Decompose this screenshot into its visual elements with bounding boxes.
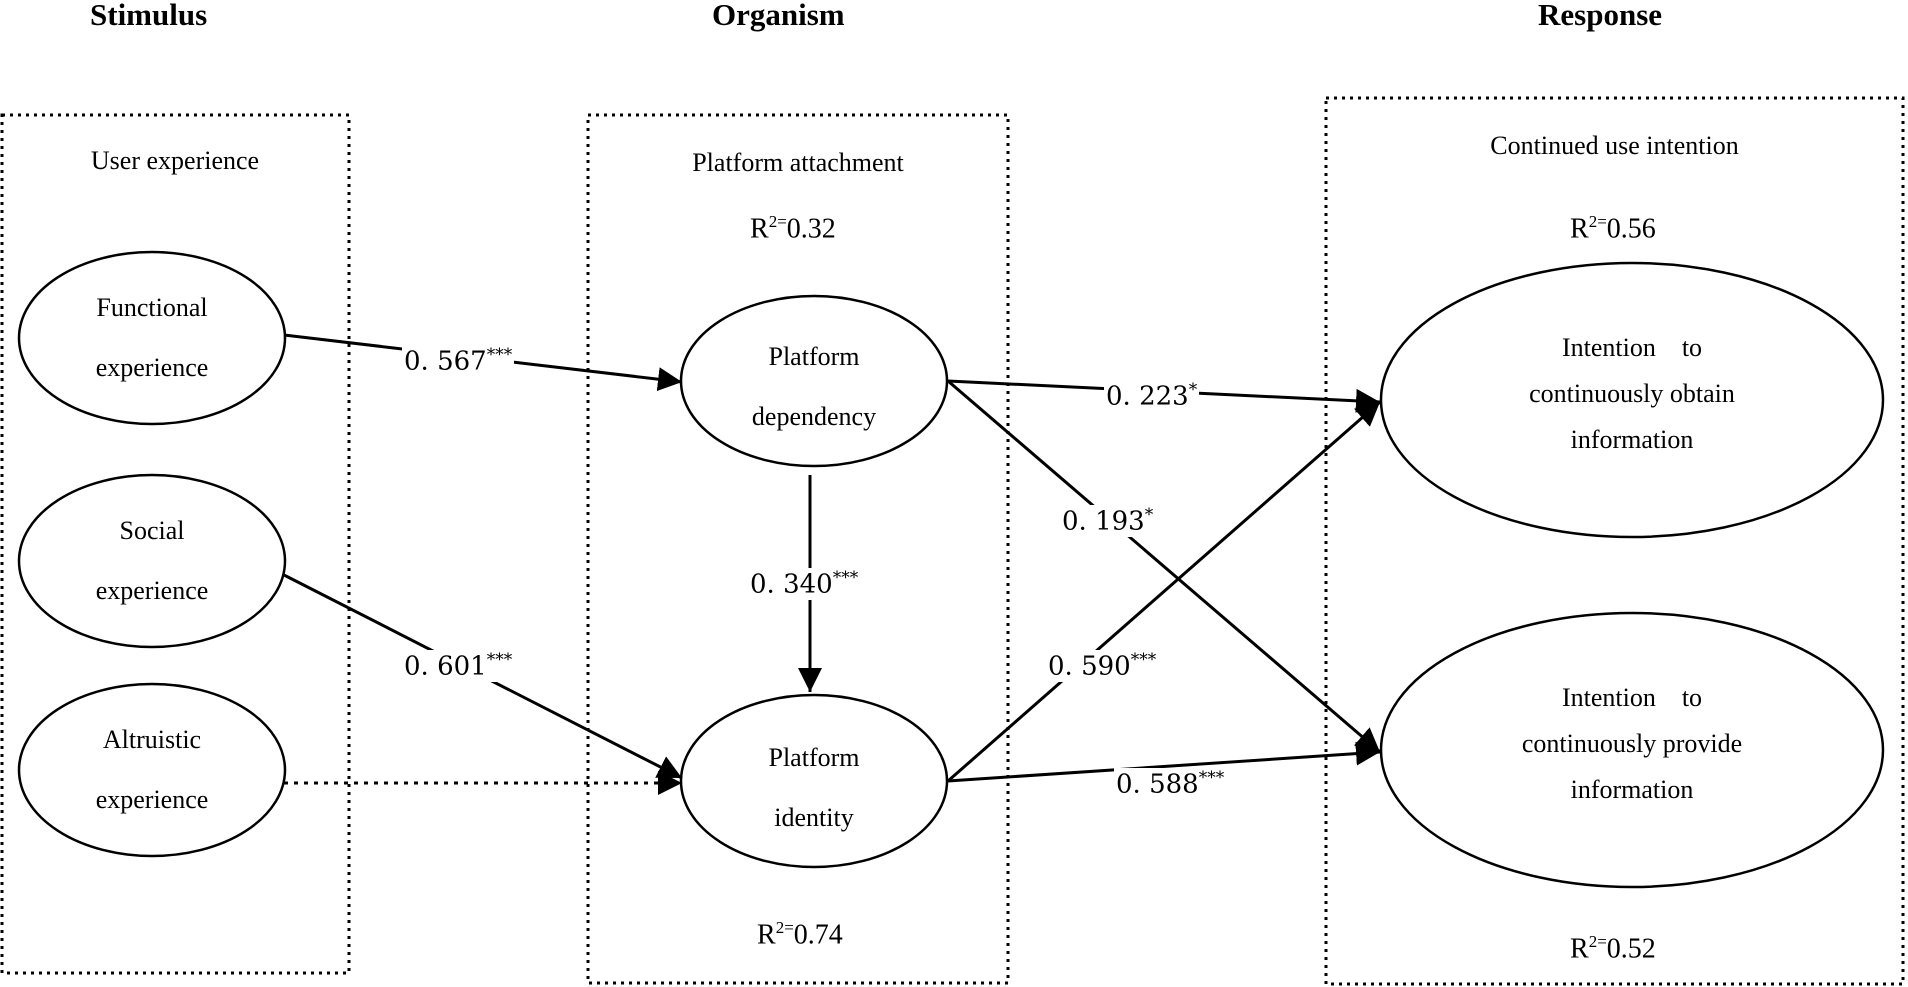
coef-value: 0. 601: [404, 651, 487, 682]
provide-information-node: [1379, 611, 1885, 889]
coef-significance: *: [1144, 505, 1154, 525]
r2-value: 0.74: [793, 919, 843, 951]
platform-identity-label: Platform identity: [682, 728, 946, 848]
node-line: experience: [95, 785, 209, 814]
r2-obtain: R2=0.56: [1570, 212, 1656, 245]
r2-provide: R2=0.52: [1570, 932, 1656, 965]
altruistic-experience-label: Altruistic experience: [20, 710, 284, 830]
heading-response: Response: [1538, 0, 1663, 32]
node-line: continuously obtain: [1529, 379, 1735, 408]
obtain-information-label: Intention to continuously obtain informa…: [1420, 325, 1844, 463]
node-line: Intention to: [1561, 683, 1703, 712]
social-experience-label: Social experience: [20, 501, 284, 621]
coef-dependency-identity: 0. 340***: [748, 568, 861, 600]
r2-superscript: 2=: [1588, 932, 1607, 951]
node-line: continuously provide: [1521, 729, 1743, 758]
coef-significance: ***: [1198, 768, 1225, 788]
functional-experience-label: Functional experience: [20, 278, 284, 398]
r2-superscript: 2=: [768, 212, 787, 231]
heading-stimulus: Stimulus: [90, 0, 208, 32]
node-line: Social: [119, 516, 185, 545]
node-line: identity: [774, 803, 854, 832]
node-line: Altruistic: [102, 725, 202, 754]
node-line: Intention to: [1561, 333, 1703, 362]
coef-functional-dependency: 0. 567***: [402, 345, 515, 377]
r2-symbol: R: [1570, 213, 1589, 245]
path-line-identity-obtain: [947, 400, 1381, 783]
path-line-dependency-provide: [947, 379, 1381, 754]
r2-superscript: 2=: [1588, 212, 1607, 231]
coef-social-identity: 0. 601***: [402, 650, 515, 682]
node-line: Platform: [768, 743, 860, 772]
functional-experience-node: [17, 250, 287, 426]
coef-dependency-provide: 0. 193*: [1060, 505, 1156, 537]
response-box-title: Continued use intention: [1490, 131, 1739, 160]
coef-dependency-obtain: 0. 223*: [1104, 380, 1200, 412]
coef-significance: ***: [1130, 650, 1157, 670]
r2-value: 0.32: [786, 213, 836, 245]
response-box: [1324, 96, 1905, 986]
coef-significance: ***: [486, 345, 513, 365]
node-line: experience: [95, 576, 209, 605]
altruistic-experience-node: [17, 682, 287, 858]
coef-value: 0. 588: [1116, 769, 1199, 800]
coef-significance: *: [1188, 380, 1198, 400]
stimulus-box-title: User experience: [90, 146, 260, 175]
coef-value: 0. 340: [750, 569, 833, 600]
coef-value: 0. 193: [1062, 506, 1145, 537]
platform-dependency-label: Platform dependency: [682, 327, 946, 447]
coef-value: 0. 590: [1048, 651, 1131, 682]
r2-symbol: R: [757, 919, 776, 951]
node-line: experience: [95, 353, 209, 382]
node-line: Platform: [768, 342, 860, 371]
r2-value: 0.52: [1606, 933, 1656, 965]
path-line-identity-provide: [947, 741, 1381, 783]
r2-symbol: R: [750, 213, 769, 245]
social-experience-node: [17, 473, 287, 649]
r2-superscript: 2=: [775, 918, 794, 937]
node-line: information: [1570, 425, 1694, 454]
coef-value: 0. 223: [1106, 381, 1189, 412]
coef-identity-obtain: 0. 590***: [1046, 650, 1159, 682]
coef-identity-provide: 0. 588***: [1114, 768, 1227, 800]
node-line: information: [1570, 775, 1694, 804]
obtain-information-node: [1379, 261, 1885, 539]
r2-symbol: R: [1570, 933, 1589, 965]
stimulus-box: [0, 113, 351, 975]
node-line: dependency: [751, 402, 877, 431]
coef-significance: ***: [486, 650, 513, 670]
provide-information-label: Intention to continuously provide inform…: [1420, 675, 1844, 813]
coef-significance: ***: [832, 568, 859, 588]
node-line: Functional: [96, 293, 208, 322]
r2-value: 0.56: [1606, 213, 1656, 245]
organism-box-title: Platform attachment: [692, 148, 904, 177]
organism-box: [586, 113, 1010, 985]
r2-dependency: R2=0.32: [750, 212, 836, 245]
coef-value: 0. 567: [404, 346, 487, 377]
heading-organism: Organism: [712, 0, 845, 32]
r2-identity: R2=0.74: [757, 918, 843, 951]
